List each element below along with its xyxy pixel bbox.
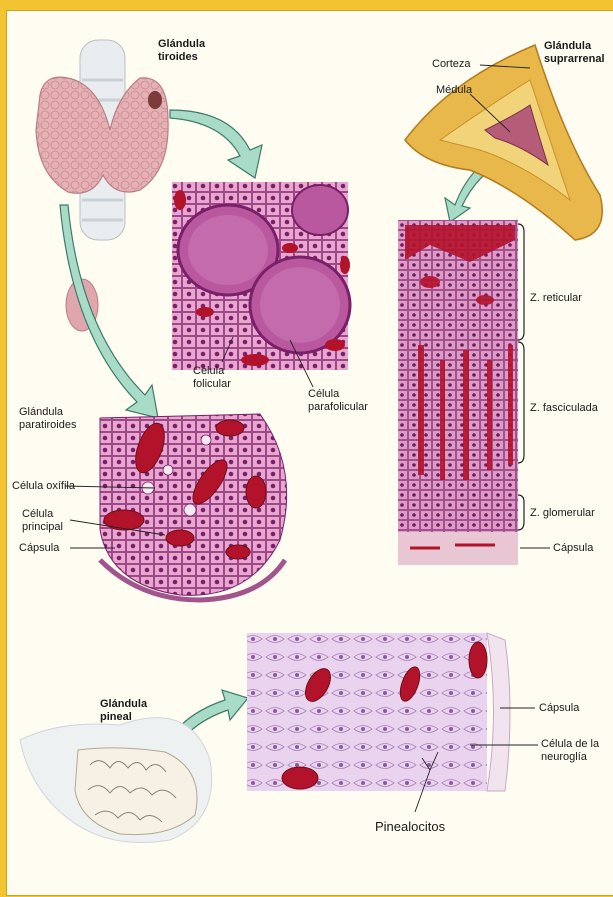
z-glomerular-label: Z. glomerular <box>530 507 595 520</box>
medulla-label: Médula <box>436 84 472 97</box>
thyroid-gland-drawing <box>36 40 168 331</box>
z-reticular-label: Z. reticular <box>530 292 582 305</box>
adrenal-cortex-tissue <box>398 220 518 565</box>
pineal-capsule-label: Cápsula <box>539 702 579 715</box>
pinealocytes-label: Pinealocitos <box>375 820 445 833</box>
cortex-label: Corteza <box>432 58 471 71</box>
parathyroid-tissue <box>100 414 287 600</box>
parafollicular-cell-label: Célula parafolicular <box>308 388 368 414</box>
z-fasciculada-label: Z. fasciculada <box>530 402 598 415</box>
parathyroid-title: Glándula paratiroides <box>19 406 76 432</box>
follicular-cell-label: Célula folicular <box>193 365 231 391</box>
thyroid-title: Glándula tiroides <box>158 38 205 64</box>
principal-cell-label: Célula principal <box>22 508 63 534</box>
pineal-tissue <box>247 633 510 791</box>
thyroid-follicles-tissue <box>172 182 350 370</box>
pineal-title: Glándula pineal <box>100 698 147 724</box>
neuroglia-cell-label: Célula de la neuroglía <box>541 738 599 764</box>
zone-brackets <box>518 224 524 530</box>
oxyphil-cell-label: Célula oxífila <box>12 480 75 493</box>
parathyroid-capsule-label: Cápsula <box>19 542 59 555</box>
adrenal-capsule-label: Cápsula <box>553 542 593 555</box>
adrenal-gland-drawing <box>405 45 602 240</box>
pineal-gland-drawing <box>20 718 212 843</box>
arrow-thyroid-to-follicles <box>170 110 262 178</box>
adrenal-title: Glándula suprarrenal <box>544 40 605 66</box>
